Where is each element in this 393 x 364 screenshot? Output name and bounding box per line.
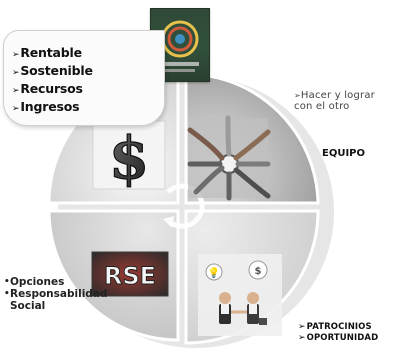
list-item: Rentable [12,45,164,63]
rse-label: RSE [104,262,156,290]
svg-text:💡: 💡 [208,266,220,279]
callout-bottom-right: PATROCINIOS OPORTUNIDAD [298,322,392,344]
list-item: Responsabilidad Social [4,288,107,312]
list-item: Sostenible [12,63,164,81]
svg-text:$: $ [109,124,149,192]
list-item: OPORTUNIDAD [298,333,392,344]
dollar-icon: $ [92,120,166,193]
joined-hands-icon [187,115,271,201]
callout-bottom-left: Opciones Responsabilidad Social [4,276,107,312]
callout-top-left: Rentable Sostenible Recursos Ingresos [3,30,165,126]
note-top-right: Hacer y lograr con el otro [294,90,390,112]
svg-text:$: $ [255,266,262,277]
list-item: PATROCINIOS [298,322,392,333]
rse-icon: RSE [91,251,169,297]
list-item: Recursos [12,81,164,99]
list-item: Ingresos [12,99,164,117]
equipo-label: EQUIPO [322,148,366,159]
handshake-icon: 💡 $ [198,254,282,336]
list-item: Opciones [4,276,94,288]
